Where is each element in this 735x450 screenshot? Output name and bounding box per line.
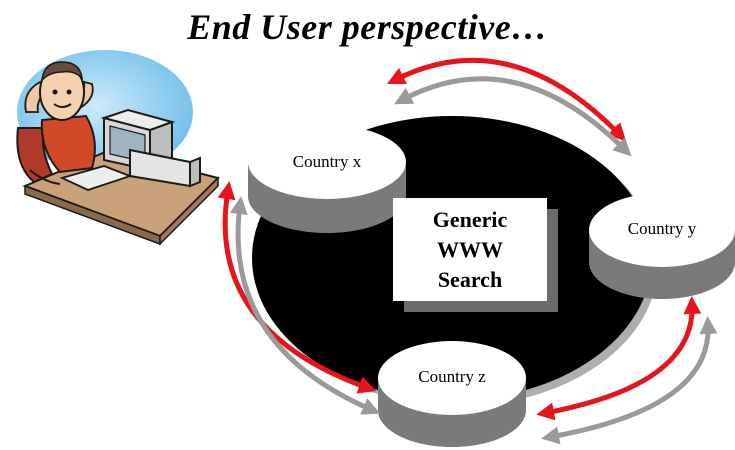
node-label-country-x: Country x bbox=[292, 152, 362, 171]
node-country-x bbox=[248, 125, 406, 233]
end-user-at-computer-icon bbox=[16, 50, 220, 246]
center-line-3: Search bbox=[437, 266, 503, 292]
generic-www-search-box: Generic WWW Search bbox=[393, 198, 547, 301]
page-title: End User perspective… bbox=[187, 7, 548, 47]
center-line-1: Generic bbox=[432, 206, 508, 232]
node-country-z bbox=[378, 341, 526, 447]
center-line-2: WWW bbox=[437, 236, 503, 262]
arrow-gray-x-to-z bbox=[229, 196, 381, 415]
node-label-country-z: Country z bbox=[418, 367, 486, 386]
node-country-y bbox=[589, 193, 735, 299]
arrow-gray-x-to-y bbox=[394, 76, 632, 157]
arrow-gray-z-to-y bbox=[541, 316, 718, 445]
node-label-country-y: Country y bbox=[627, 219, 697, 238]
